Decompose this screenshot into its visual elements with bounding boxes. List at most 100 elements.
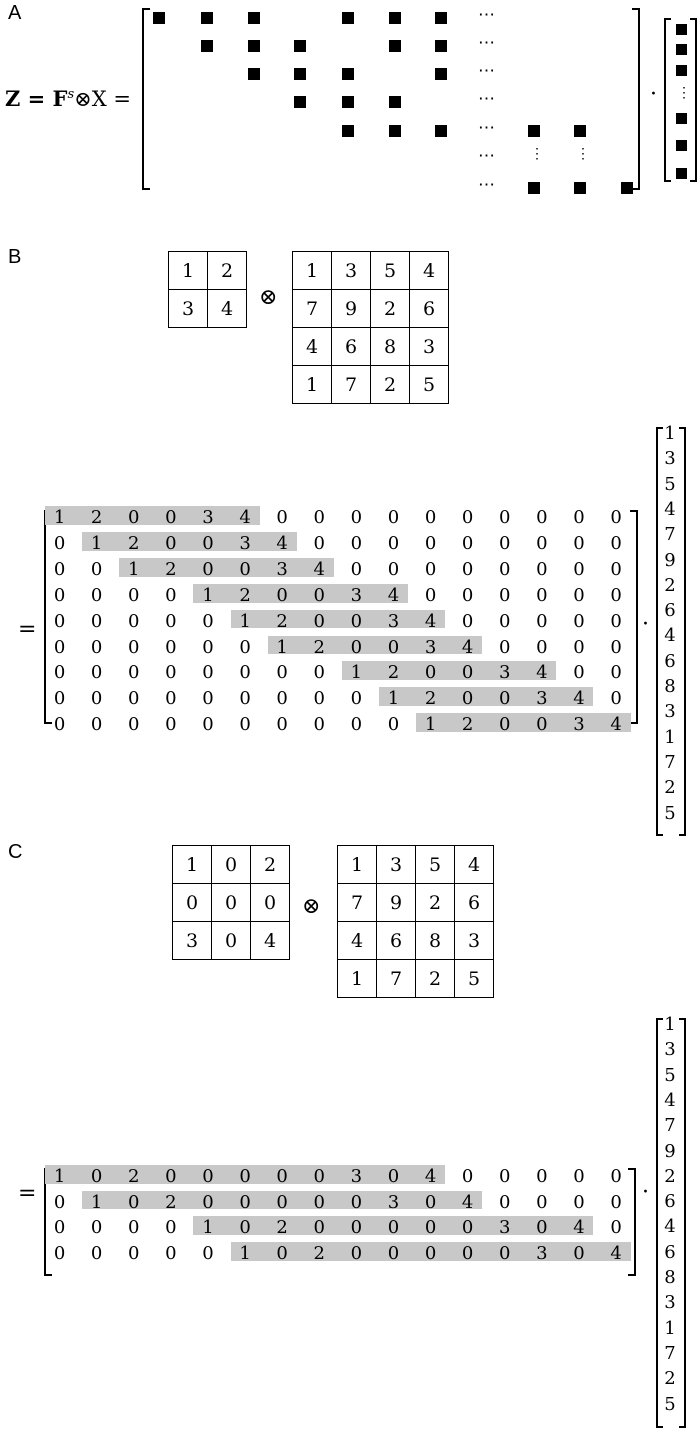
matrix-cell: 3 xyxy=(424,636,437,658)
grid-cell: 9 xyxy=(331,289,371,328)
matrix-cell: 0 xyxy=(165,584,177,606)
highlight-band xyxy=(45,1165,446,1184)
matrix-cell: 4 xyxy=(573,688,585,710)
matrix-cell: 0 xyxy=(499,714,511,736)
equation-superscript: s xyxy=(67,87,75,102)
row-ellipsis: ⋯ xyxy=(478,146,495,166)
vector-entry: 2 xyxy=(664,777,676,799)
matrix-cell: 0 xyxy=(313,714,325,736)
nonzero-square xyxy=(342,68,354,80)
matrix-cell: 0 xyxy=(610,507,622,528)
matrix-cell: 0 xyxy=(53,532,66,554)
matrix-cell: 3 xyxy=(387,610,400,632)
grid-cell: 0 xyxy=(211,883,251,922)
matrix-cell: 4 xyxy=(424,1166,437,1187)
vector-right-bracket-a xyxy=(690,18,697,182)
grid-cell: 0 xyxy=(211,921,251,960)
matrix-cell: 0 xyxy=(128,610,140,632)
matrix-cell: 0 xyxy=(610,662,622,684)
row-ellipsis: ⋯ xyxy=(478,33,495,53)
highlight-band xyxy=(45,506,260,525)
grid-cell: 5 xyxy=(454,959,494,998)
matrix-cell: 0 xyxy=(461,662,474,684)
vector-entry: 4 xyxy=(664,1216,676,1238)
matrix-cell: 0 xyxy=(202,662,214,684)
matrix-cell: 0 xyxy=(313,610,325,632)
row-ellipsis: ⋯ xyxy=(478,175,495,195)
matrix-cell: 2 xyxy=(387,662,400,684)
grid-cell: 1 xyxy=(168,251,208,290)
matrix-cell: 0 xyxy=(387,714,400,736)
grid-cell: 5 xyxy=(370,251,410,290)
matrix-cell: 0 xyxy=(573,507,585,528)
matrix-cell: 3 xyxy=(536,1243,548,1265)
grid-cell: 1 xyxy=(292,365,332,404)
vector-entry: 8 xyxy=(664,676,676,697)
matrix-cell: 0 xyxy=(573,558,585,580)
grid-cell: 8 xyxy=(415,921,455,960)
vector-entry: 7 xyxy=(664,751,676,773)
matrix-cell: 4 xyxy=(610,714,622,736)
matrix-cell: 0 xyxy=(313,662,325,684)
matrix-cell: 0 xyxy=(350,507,363,528)
vector-left-bracket-a xyxy=(664,18,671,182)
grid-cell: 2 xyxy=(207,251,247,290)
matrix-cell: 0 xyxy=(350,610,363,632)
matrix-cell: 0 xyxy=(165,610,177,632)
matrix-cell: 0 xyxy=(239,1217,251,1239)
nonzero-square xyxy=(248,68,260,80)
matrix-right-bracket-c xyxy=(628,1168,636,1276)
vector-entry: 1 xyxy=(664,1014,676,1035)
product-dot-a: · xyxy=(650,82,657,107)
nonzero-square xyxy=(435,68,447,80)
matrix-cell: 1 xyxy=(239,1243,251,1265)
matrix-cell: 0 xyxy=(313,532,325,554)
vector-entry: 5 xyxy=(664,1393,676,1415)
matrix-cell: 0 xyxy=(313,1217,325,1239)
matrix-cell: 0 xyxy=(536,1191,548,1213)
matrix-cell: 0 xyxy=(350,688,363,710)
matrix-cell: 0 xyxy=(239,1166,251,1187)
matrix-cell: 0 xyxy=(53,1217,66,1239)
highlight-band xyxy=(267,635,483,655)
matrix-cell: 0 xyxy=(276,507,288,528)
vector-entry: 9 xyxy=(664,549,676,571)
matrix-cell: 0 xyxy=(573,1243,585,1265)
matrix-right-bracket-b xyxy=(630,510,638,724)
highlight-band xyxy=(378,687,594,707)
nonzero-square xyxy=(435,40,447,52)
matrix-cell: 0 xyxy=(53,714,66,736)
panel-label-b: B xyxy=(8,246,22,268)
equals-sign-c: = xyxy=(18,1181,37,1206)
matrix-cell: 0 xyxy=(424,507,437,528)
matrix-cell: 0 xyxy=(165,636,177,658)
nonzero-square xyxy=(294,96,306,108)
vector-entry: 3 xyxy=(664,701,676,723)
matrix-cell: 0 xyxy=(424,1191,437,1213)
matrix-cell: 0 xyxy=(165,532,177,554)
matrix-cell: 0 xyxy=(350,1217,363,1239)
matrix-cell: 0 xyxy=(276,688,288,710)
grid-cell: 2 xyxy=(370,289,410,328)
matrix-cell: 3 xyxy=(573,714,585,736)
grid-cell: 7 xyxy=(292,289,332,328)
matrix-cell: 0 xyxy=(165,1243,177,1265)
nonzero-square xyxy=(342,125,354,137)
matrix-cell: 0 xyxy=(536,584,548,606)
product-dot-c: · xyxy=(642,1180,649,1205)
matrix-cell: 0 xyxy=(424,584,437,606)
vector-entry: 1 xyxy=(664,423,676,444)
grid-cell: 3 xyxy=(454,921,494,960)
highlight-band xyxy=(82,531,297,551)
matrix-cell: 0 xyxy=(202,610,214,632)
matrix-cell: 0 xyxy=(53,1191,66,1213)
sparse-matrix-right-bracket xyxy=(632,8,640,190)
matrix-cell: 1 xyxy=(128,558,140,580)
column-ellipsis: ⋮ xyxy=(576,146,590,162)
matrix-cell: 0 xyxy=(165,714,177,736)
vector-entry: 7 xyxy=(664,1115,676,1137)
matrix-cell: 4 xyxy=(536,662,548,684)
